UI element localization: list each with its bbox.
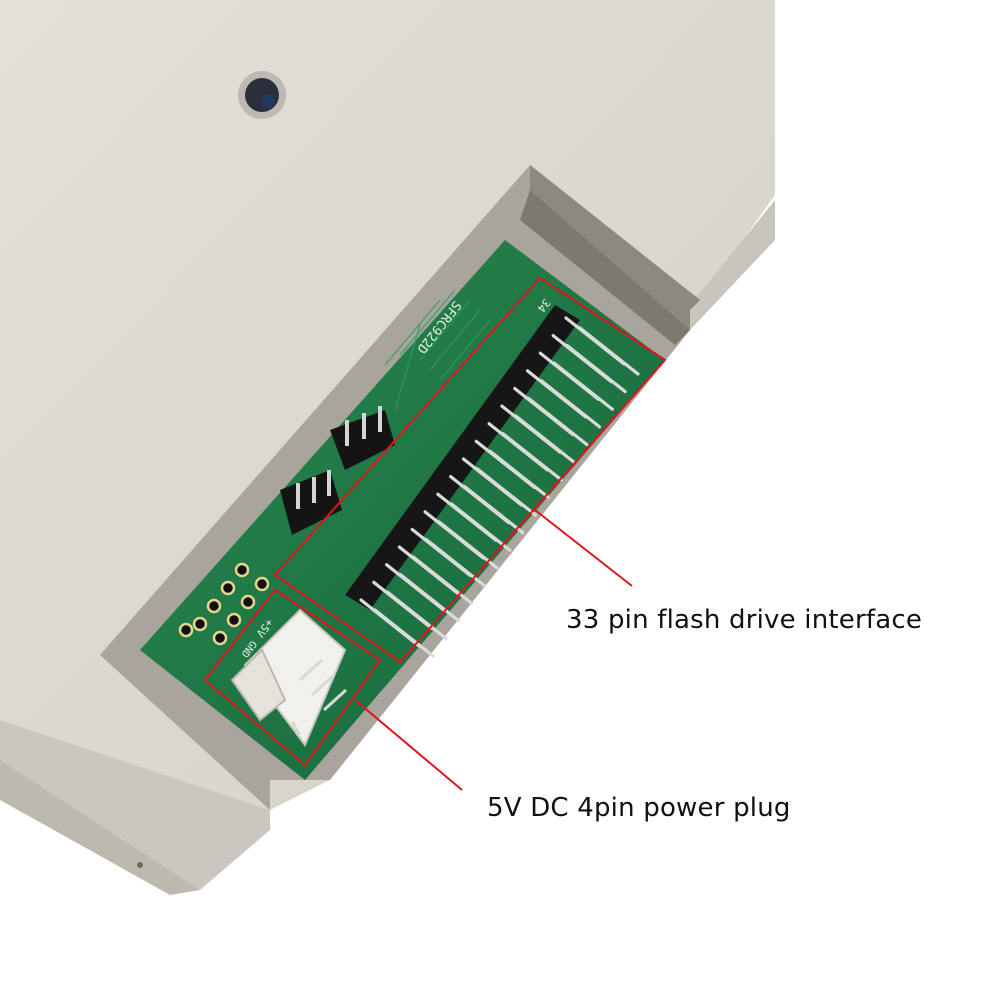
jumper-headers (280, 406, 395, 535)
header-pin (539, 379, 602, 429)
header-pin (463, 485, 525, 535)
header-pin (399, 573, 461, 623)
header-pin (527, 396, 589, 447)
header-pin (565, 344, 627, 394)
interface-leader-line (534, 509, 633, 587)
header-pin (501, 432, 563, 482)
header-pin (437, 520, 499, 570)
power-connector (230, 608, 348, 747)
power-leader-line (354, 699, 463, 791)
power-annotation-label: 5V DC 4pin power plug (487, 793, 791, 823)
solder-pad-grid (178, 562, 270, 646)
header-pin (552, 361, 614, 411)
header-pin (373, 608, 435, 658)
interface-highlight-box (273, 276, 667, 664)
header-pin (450, 502, 512, 552)
power-highlight-box (203, 588, 382, 767)
header-pin (488, 449, 550, 499)
small-hole (137, 862, 143, 868)
header-pin (514, 414, 576, 464)
interface-annotation-label: 33 pin flash drive interface (566, 605, 923, 635)
header-pin (475, 467, 538, 517)
header-pin (411, 555, 474, 605)
header-pin (386, 590, 448, 640)
pin-header (345, 305, 640, 658)
header-pin (578, 326, 640, 376)
